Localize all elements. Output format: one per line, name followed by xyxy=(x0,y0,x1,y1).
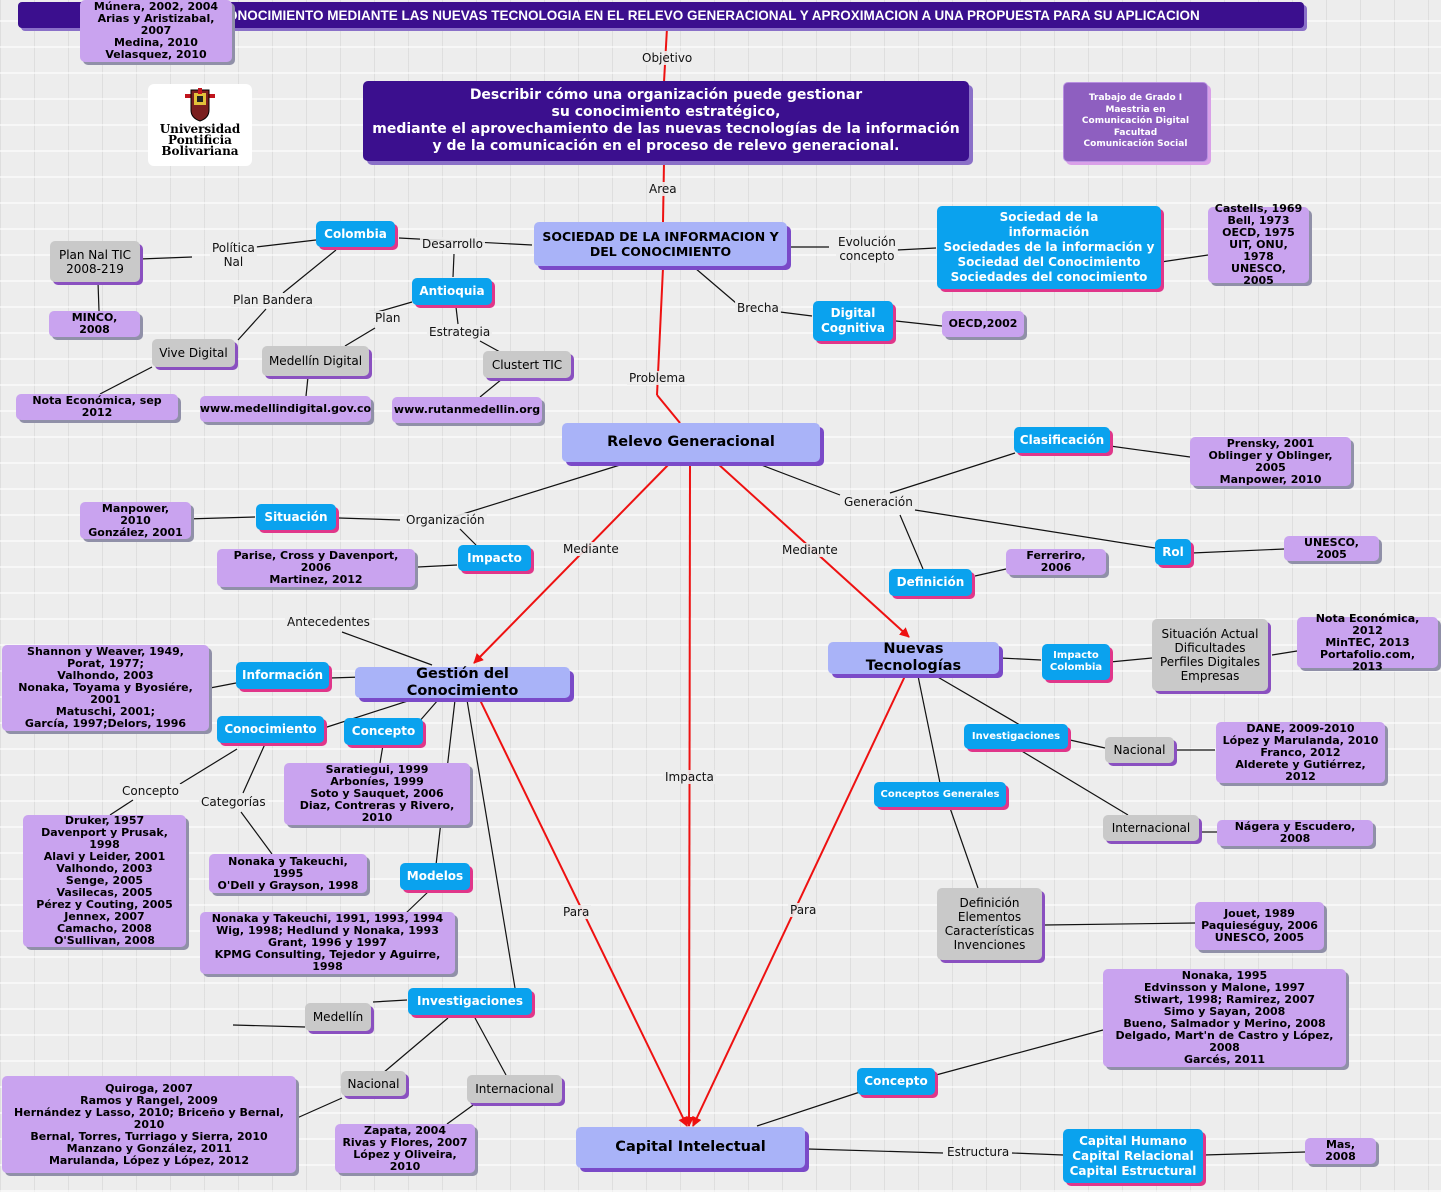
conceptos-generales-node[interactable]: Conceptos Generales xyxy=(874,782,1006,807)
ref-nonaka-ci: Nonaka, 1995 Edvinsson y Malone, 1997 St… xyxy=(1103,969,1346,1067)
antioquia-node[interactable]: Antioquia xyxy=(412,278,492,305)
ref-mas: Mas, 2008 xyxy=(1305,1138,1376,1164)
label-problema: Problema xyxy=(627,371,688,385)
definicion-node[interactable]: Definición xyxy=(889,569,972,596)
capital-tipos-node[interactable]: Capital Humano Capital Relacional Capita… xyxy=(1063,1129,1203,1183)
ref-munera: Múnera, 2002, 2004 Arias y Aristizabal, … xyxy=(80,0,232,62)
sociedad-definiciones-node[interactable]: Sociedad de la información Sociedades de… xyxy=(937,206,1161,289)
label-categorias: Categorías xyxy=(199,795,268,809)
label-area: Area xyxy=(647,182,679,196)
label-evolucion: Evolución concepto xyxy=(836,235,898,263)
nuevas-tecnologias-node[interactable]: Nuevas Tecnologías xyxy=(828,641,999,674)
concepto-ci-node[interactable]: Concepto xyxy=(857,1068,935,1095)
university-name: Universidad Pontificia Bolivariana xyxy=(159,122,241,158)
label-generacion: Generación xyxy=(842,495,915,509)
label-politica-nal: Política Nal xyxy=(210,241,257,269)
colombia-node[interactable]: Colombia xyxy=(316,221,395,247)
label-impacta: Impacta xyxy=(663,770,716,784)
clustert-tic-node[interactable]: Clustert TIC xyxy=(483,351,571,378)
label-plan-bandera: Plan Bandera xyxy=(231,293,315,307)
ref-nonaka-1995: Nonaka y Takeuchi, 1995 O'Dell y Grayson… xyxy=(209,854,367,893)
impacto-node[interactable]: Impacto xyxy=(458,545,531,571)
internacional-nt-node[interactable]: Internacional xyxy=(1103,815,1199,841)
ref-rutanmedellin: www.rutanmedellin.org xyxy=(392,397,542,423)
vive-digital-node[interactable]: Vive Digital xyxy=(152,339,235,367)
label-estructura: Estructura xyxy=(945,1145,1012,1159)
label-estrategia: Estrategia xyxy=(427,325,493,339)
label-desarrollo: Desarrollo xyxy=(420,237,485,251)
gestion-conocimiento-node[interactable]: Gestión del Conocimiento xyxy=(355,666,570,699)
ref-castells: Castells, 1969 Bell, 1973 OECD, 1975 UIT… xyxy=(1208,203,1309,287)
medellin-digital-node[interactable]: Medellín Digital xyxy=(262,346,369,376)
university-logo: Universidad Pontificia Bolivariana xyxy=(148,84,252,166)
modelos-node[interactable]: Modelos xyxy=(400,863,470,890)
rol-node[interactable]: Rol xyxy=(1155,539,1191,565)
situacion-node[interactable]: Situación xyxy=(256,504,336,530)
internacional-gc-node[interactable]: Internacional xyxy=(467,1075,562,1103)
label-para-left: Para xyxy=(561,905,592,919)
ref-nota-economica-2012: Nota Económica, 2012 MinTEC, 2013 Portaf… xyxy=(1297,612,1438,672)
medellin-node[interactable]: Medellín xyxy=(305,1003,371,1031)
ref-parise: Parise, Cross y Davenport, 2006 Martinez… xyxy=(217,549,415,587)
ref-medellindigital: www.medellindigital.gov.co xyxy=(200,396,371,422)
label-mediante-left: Mediante xyxy=(561,542,621,556)
ref-quiroga: Quiroga, 2007 Ramos y Rangel, 2009 Herná… xyxy=(2,1076,296,1173)
digital-cognitiva-node[interactable]: Digital Cognitiva xyxy=(813,301,893,341)
objective-node: Describir cómo una organización puede ge… xyxy=(363,81,969,161)
ref-nagera: Nágera y Escudero, 2008 xyxy=(1217,820,1373,846)
ref-shannon: Shannon y Weaver, 1949, Porat, 1977; Val… xyxy=(2,645,209,731)
map-title: GESTION DEL CONOCIMIENTO MEDIANTE LAS NU… xyxy=(18,2,1304,28)
investigaciones-gc-node[interactable]: Investigaciones xyxy=(408,988,532,1015)
capital-intelectual-node[interactable]: Capital Intelectual xyxy=(576,1127,805,1168)
clasificacion-node[interactable]: Clasificación xyxy=(1014,427,1110,453)
label-para-right: Para xyxy=(788,903,819,917)
plan-nal-tic-node[interactable]: Plan Nal TIC 2008-219 xyxy=(50,241,140,282)
ref-unesco: UNESCO, 2005 xyxy=(1284,536,1379,561)
concepto-gc-node[interactable]: Concepto xyxy=(344,718,423,745)
ref-ferreriro: Ferreriro, 2006 xyxy=(1006,549,1106,575)
nacional-gc-node[interactable]: Nacional xyxy=(341,1071,406,1096)
ref-jouet: Jouet, 1989 Paquieséguy, 2006 UNESCO, 20… xyxy=(1195,902,1324,950)
investigaciones-nt-node[interactable]: Investigaciones xyxy=(964,724,1068,749)
ref-druker: Druker, 1957 Davenport y Prusak, 1998 Al… xyxy=(23,815,186,947)
ref-nonaka-1991: Nonaka y Takeuchi, 1991, 1993, 1994 Wig,… xyxy=(200,912,455,974)
informacion-node[interactable]: Información xyxy=(236,662,329,689)
shield-icon xyxy=(185,88,215,122)
label-objetivo: Objetivo xyxy=(640,51,695,65)
label-concepto: Concepto xyxy=(120,784,181,798)
label-brecha: Brecha xyxy=(735,301,781,315)
label-mediante-right: Mediante xyxy=(780,543,840,557)
sociedad-informacion-node[interactable]: SOCIEDAD DE LA INFORMACION Y DEL CONOCIM… xyxy=(534,222,787,266)
ref-oecd: OECD,2002 xyxy=(942,311,1024,337)
definicion-elementos-node[interactable]: Definición Elementos Características Inv… xyxy=(937,888,1042,960)
ref-dane: DANE, 2009-2010 López y Marulanda, 2010 … xyxy=(1216,722,1385,783)
impacto-colombia-node[interactable]: Impacto Colombia xyxy=(1042,644,1110,680)
ref-manpower: Manpower, 2010 González, 2001 xyxy=(80,502,191,539)
ref-saratiegui: Saratiegui, 1999 Arboníes, 1999 Soto y S… xyxy=(284,763,470,825)
nacional-nt-node[interactable]: Nacional xyxy=(1105,737,1174,763)
ref-minco: MINCO, 2008 xyxy=(49,311,140,337)
label-antecedentes: Antecedentes xyxy=(285,615,372,629)
ref-prensky: Prensky, 2001 Oblinger y Oblinger, 2005 … xyxy=(1190,437,1351,486)
conocimiento-node[interactable]: Conocimiento xyxy=(217,716,324,743)
ref-nota-economica-sep: Nota Económica, sep 2012 xyxy=(16,394,178,420)
label-plan: Plan xyxy=(373,311,403,325)
relevo-generacional-node[interactable]: Relevo Generacional xyxy=(562,423,820,462)
ref-zapata: Zapata, 2004 Rivas y Flores, 2007 López … xyxy=(335,1124,475,1173)
situacion-actual-node[interactable]: Situación Actual Dificultades Perfiles D… xyxy=(1152,619,1268,691)
thesis-badge: Trabajo de Grado I Maestria en Comunicac… xyxy=(1063,82,1208,162)
label-organizacion: Organización xyxy=(404,513,487,527)
